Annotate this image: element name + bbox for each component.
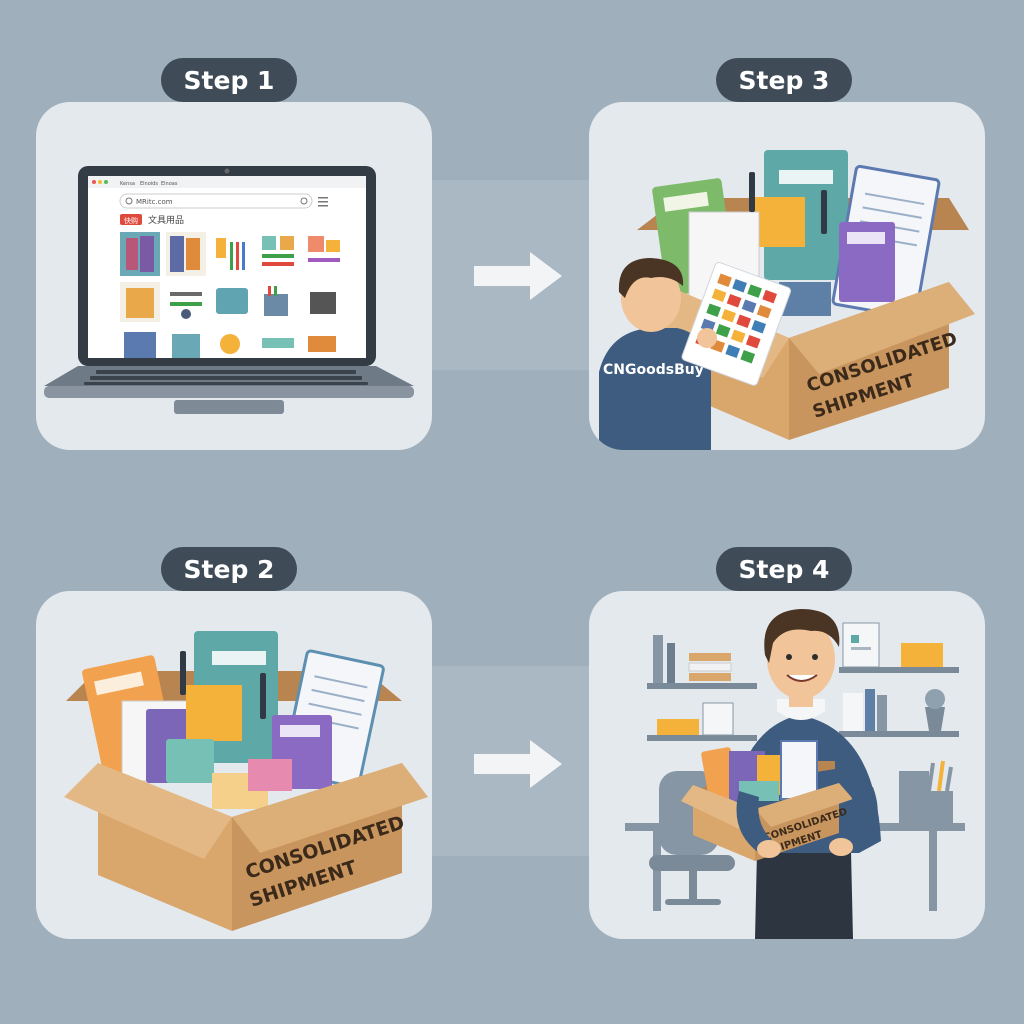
menu-icon[interactable]	[318, 197, 328, 207]
step-2-panel: CONSOLIDATED SHIPMENT	[36, 591, 432, 939]
step-4-panel: CONSOLIDATED SHIPMENT	[589, 591, 985, 939]
product-grid[interactable]	[120, 232, 344, 358]
nav-tab-1[interactable]: Kensa	[120, 181, 135, 187]
search-input[interactable]: MRitc.com	[136, 198, 173, 206]
step-2-badge: Step 2	[161, 547, 297, 591]
nav-tab-3[interactable]: Elnoas	[161, 181, 178, 187]
worker-shirt-text: CNGoodsBuy	[603, 362, 704, 378]
step-1-badge: Step 1	[161, 58, 297, 102]
step-4-badge: Step 4	[716, 547, 852, 591]
step-1-panel: Kensa Elnoids Elnoas MRitc.com 快购 文具用品	[36, 102, 432, 450]
step-3-panel: CONSOLIDATED SHIPMENT CNGoodsBuy	[589, 102, 985, 450]
category-badge: 快购	[124, 216, 138, 225]
nav-tab-2[interactable]: Elnoids	[140, 181, 158, 187]
arrow-right-icon	[474, 252, 562, 300]
search-icon[interactable]	[300, 197, 308, 205]
category-heading: 文具用品	[148, 214, 184, 226]
step-3-badge: Step 3	[716, 58, 852, 102]
arrow-right-icon	[474, 740, 562, 788]
